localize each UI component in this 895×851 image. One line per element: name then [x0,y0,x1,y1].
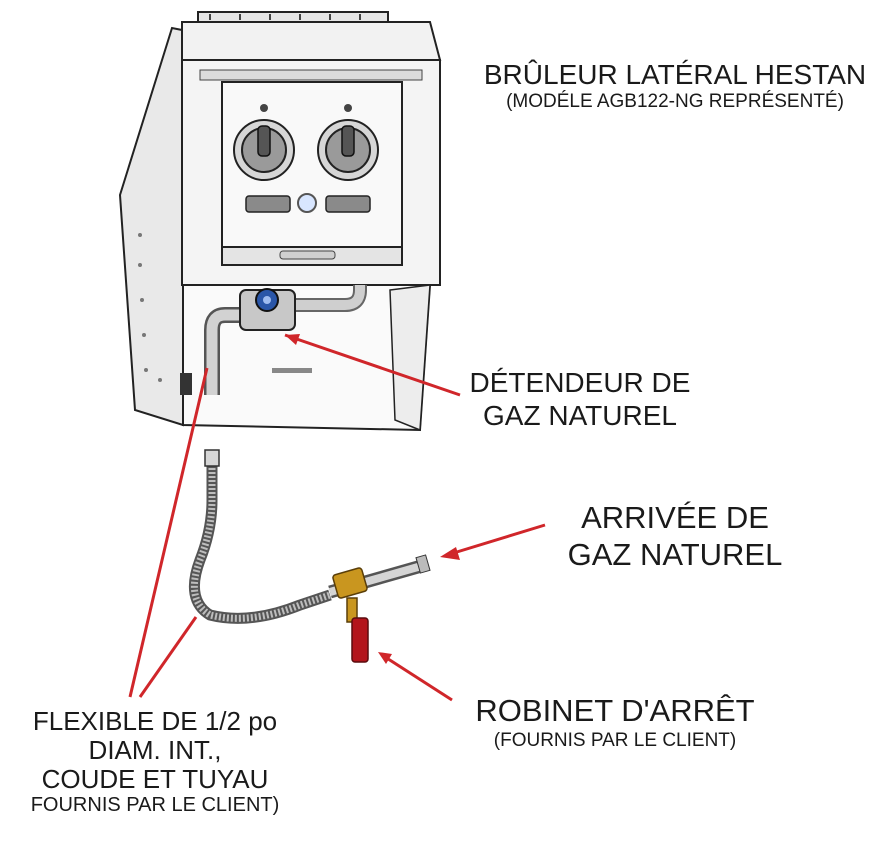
callout-arrows [128,333,546,702]
regulator-line-2: GAZ NATUREL [483,400,677,432]
shutoff-valve-icon [332,567,369,663]
hose-line-1: FLEXIBLE DE 1/2 po [32,706,278,736]
burner-hood [181,21,442,61]
hose-line-4: FOURNIS PAR LE CLIENT) [30,794,280,817]
control-knob-left-icon [233,104,295,181]
shutoff-valve-title: ROBINET D'ARRÊT [475,693,755,728]
gas-regulator-icon [239,288,296,331]
regulator-label: DÉTENDEUR DE GAZ NATUREL [440,366,720,432]
burner-side-panel [118,26,187,427]
regulator-line-1: DÉTENDEUR DE [469,367,691,398]
inlet-label: ARRIVÉE DE GAZ NATUREL [525,500,825,573]
burner-title: BRÛLEUR LATÉRAL HESTAN [483,59,867,90]
ignition-light-icon [297,193,317,213]
flexible-hose [188,460,332,624]
burner-grate [197,11,389,23]
hose-line-3: COUDE ET TUYAU [41,764,269,795]
shutoff-valve-note: (FOURNIS PAR LE CLIENT) [493,729,737,751]
hose-line-2: DIAM. INT., [88,735,222,766]
shutoff-valve-label: ROBINET D'ARRÊT (FOURNIS PAR LE CLIENT) [430,693,800,752]
nameplate-right [325,195,371,213]
inlet-line-1: ARRIVÉE DE [581,500,769,535]
nameplate-left [245,195,291,213]
burner-subtitle: (MODÉLE AGB122-NG REPRÉSENTÉ) [506,91,844,113]
hose-label: FLEXIBLE DE 1/2 po DIAM. INT., COUDE ET … [0,706,330,817]
control-knob-right-icon [317,104,379,181]
burner-label: BRÛLEUR LATÉRAL HESTAN (MODÉLE AGB122-NG… [455,58,895,113]
inlet-line-2: GAZ NATUREL [567,536,783,572]
